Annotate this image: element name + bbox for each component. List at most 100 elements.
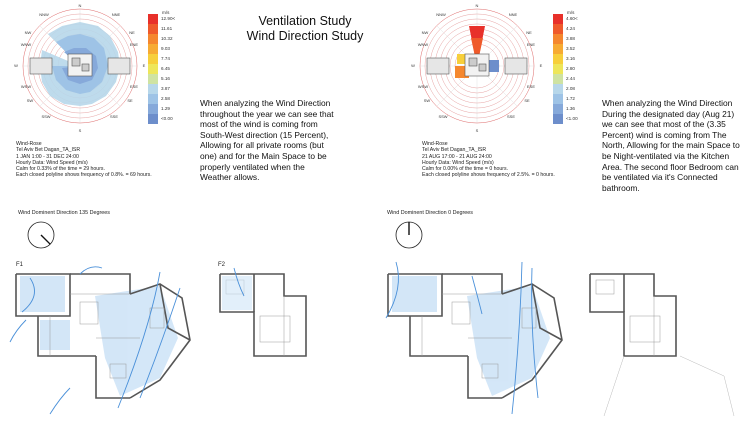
legend-label: <0.00 [161, 116, 173, 121]
legend-swatch [553, 84, 563, 94]
legend-label: 1.72 [566, 96, 575, 101]
meta-line: Tel Aviv Bet Dagan_TA_ISR [16, 147, 81, 154]
legend-label: 9.03 [161, 46, 170, 51]
legend-swatch [148, 44, 158, 54]
svg-text:ESE: ESE [527, 84, 535, 89]
svg-text:ENE: ENE [130, 42, 139, 47]
analysis-paragraph-aug21: When analyzing the Wind Direction During… [602, 98, 740, 193]
legend-swatch [553, 104, 563, 114]
meta-line: Each closed polyline shows frequency of … [422, 172, 555, 179]
legend-label: <1.00 [566, 116, 578, 121]
legend-label: 5.16 [161, 76, 170, 81]
plan-interior [595, 279, 661, 356]
svg-text:WNW: WNW [21, 42, 32, 47]
dominant-direction-dial-aug21 [395, 221, 423, 249]
airflow-zones [20, 276, 178, 396]
legend-label: 10.32 [161, 36, 173, 41]
legend-swatch [553, 54, 563, 64]
legend-label: 1.36 [566, 106, 575, 111]
svg-text:WSW: WSW [418, 84, 428, 89]
legend-label: 2.58 [161, 96, 170, 101]
floor-label-f1: F1 [16, 262, 24, 268]
plan-walls [15, 273, 191, 399]
svg-text:E: E [540, 63, 543, 68]
legend-swatch [553, 114, 563, 124]
legend-swatch [553, 24, 563, 34]
dominant-direction-label-aug21: Wind Dominent Direction 0 Degrees [387, 210, 473, 216]
legend-label: 3.87 [161, 86, 170, 91]
legend-swatch [553, 14, 563, 24]
svg-text:W: W [411, 63, 415, 68]
legend-label: 4.60< [566, 16, 578, 21]
legend-label: 3.52 [566, 46, 575, 51]
meta-line: Wind-Rose [16, 141, 42, 147]
legend-label: 2.08 [566, 86, 575, 91]
legend-label: 6.45 [161, 66, 170, 71]
legend-unit: m/s [567, 10, 575, 15]
svg-text:E: E [143, 63, 146, 68]
legend-label: 12.90< [161, 16, 176, 21]
svg-text:NW: NW [422, 30, 429, 35]
plan-interior [421, 293, 537, 379]
legend-swatch [148, 14, 158, 24]
svg-text:ENE: ENE [527, 42, 536, 47]
legend-label: 4.24 [566, 26, 575, 31]
legend-swatch [148, 94, 158, 104]
svg-text:N: N [476, 3, 479, 8]
legend-label: 2.44 [566, 76, 575, 81]
legend-swatch [148, 74, 158, 84]
plan-walls [219, 273, 307, 357]
legend-label: 11.61 [161, 26, 173, 31]
svg-text:NE: NE [526, 30, 532, 35]
airflow-zone [222, 276, 252, 310]
legend-unit: m/s [162, 10, 170, 15]
svg-text:SSE: SSE [507, 114, 515, 119]
airflow-arrows [385, 261, 539, 415]
legend-swatch [553, 64, 563, 74]
legend-swatch [148, 24, 158, 34]
svg-text:WSW: WSW [21, 84, 31, 89]
legend-swatch [148, 34, 158, 44]
page-title: Ventilation Study Wind Direction Study [220, 14, 390, 44]
svg-text:WNW: WNW [418, 42, 429, 47]
plan-interior [49, 293, 165, 379]
legend-swatch [553, 34, 563, 44]
meta-line: Tel Aviv Bet Dagan_TA_ISR [422, 147, 487, 154]
legend-swatch [148, 64, 158, 74]
meta-line: Each closed polyline shows frequency of … [16, 172, 152, 179]
legend-label: 1.29 [161, 106, 170, 111]
svg-text:NNE: NNE [509, 12, 518, 17]
meta-line: Hourly Data: Wind Speed (m/s) [422, 159, 494, 166]
rose-building [426, 53, 528, 77]
legend-label: 3.88 [566, 36, 575, 41]
meta-line: Calm for 0.00% of the time = 0 hours. [422, 166, 509, 173]
airflow-arrows [9, 266, 181, 415]
meta-line: 1 JAN 1:00 - 31 DEC 24:00 [16, 153, 79, 160]
floor-plan-f2-annual [219, 267, 307, 357]
airflow-arrows [233, 267, 245, 297]
legend-swatch [148, 104, 158, 114]
site-outline [603, 355, 735, 417]
dominant-direction-dial-annual [27, 221, 55, 249]
svg-text:W: W [14, 63, 18, 68]
legend-swatch [148, 114, 158, 124]
floor-plan-f1-aug21 [385, 261, 563, 415]
title-line-1: Ventilation Study [258, 14, 352, 28]
airflow-zones [392, 276, 550, 396]
svg-text:SSE: SSE [110, 114, 118, 119]
analysis-paragraph-annual: When analyzing the Wind Direction throug… [200, 98, 334, 183]
svg-text:N: N [79, 3, 82, 8]
svg-text:ESE: ESE [130, 84, 138, 89]
svg-text:SSW: SSW [41, 114, 50, 119]
dominant-direction-needle [40, 234, 51, 245]
svg-text:NNW: NNW [436, 12, 446, 17]
dominant-direction-label-annual: Wind Dominent Direction 135 Degrees [18, 210, 110, 216]
legend-label: 2.80 [566, 66, 575, 71]
plan-walls [589, 273, 677, 357]
